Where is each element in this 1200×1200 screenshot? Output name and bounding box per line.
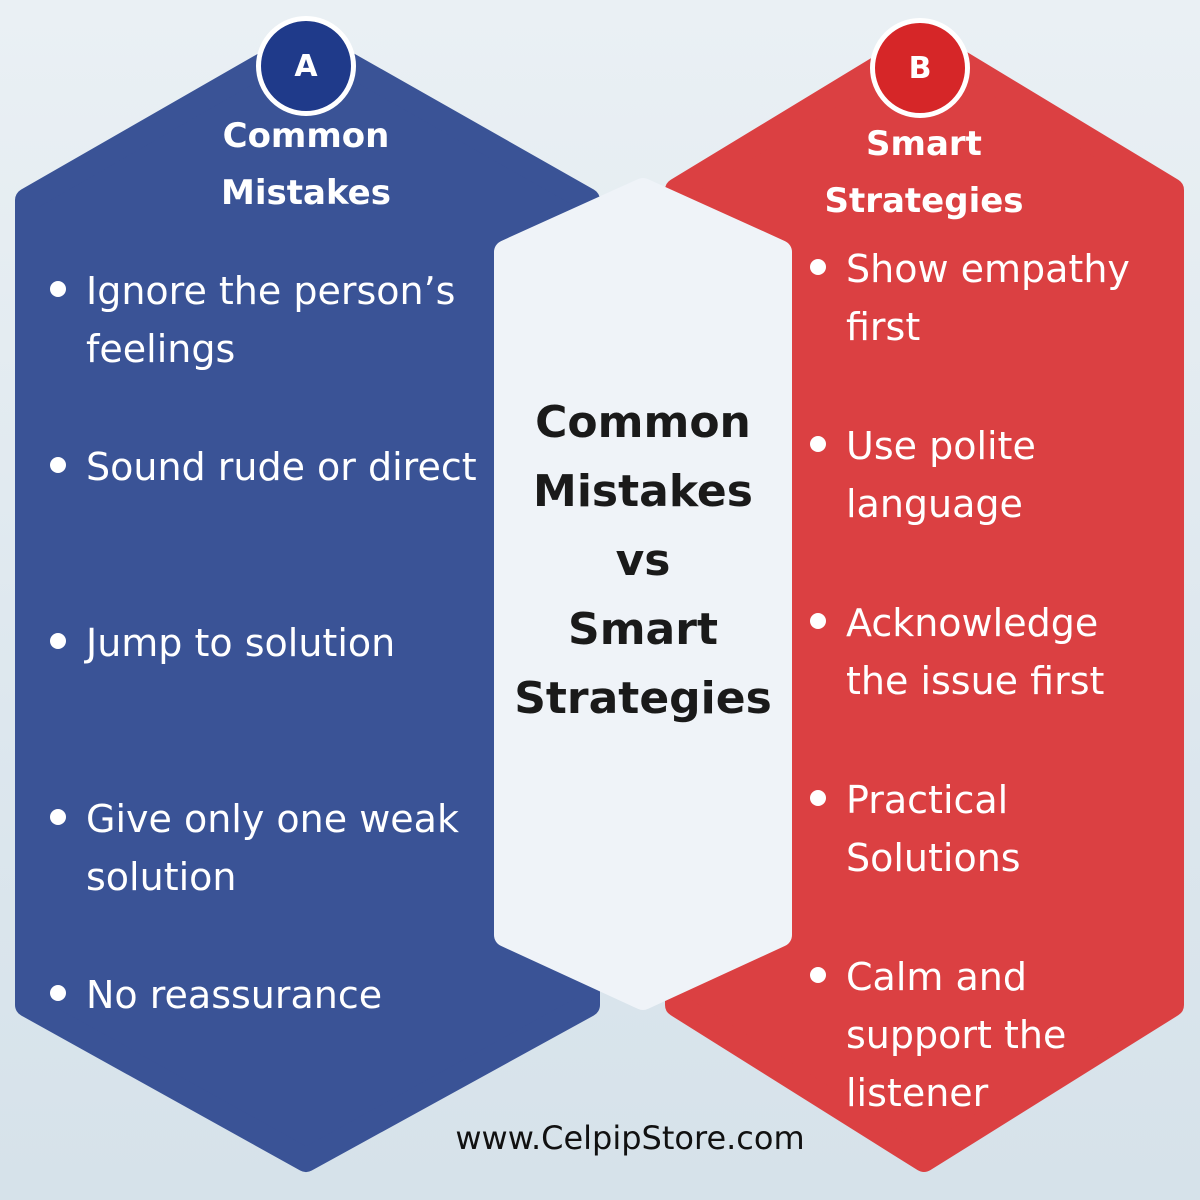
- list-item-text: Sound rude or direct: [86, 445, 477, 489]
- list-item-text: Calm and support the listener: [846, 955, 1067, 1115]
- list-item-text: Practical Solutions: [846, 778, 1021, 880]
- bullet-dot: [50, 985, 66, 1001]
- common-mistakes-list: Ignore the person’s feelings Sound rude …: [46, 262, 496, 1142]
- list-item: Use polite language: [806, 417, 1166, 594]
- center-title-line: vs: [615, 535, 671, 586]
- list-item: Sound rude or direct: [46, 438, 496, 614]
- list-item: Calm and support the listener: [806, 948, 1166, 1125]
- list-item: Practical Solutions: [806, 771, 1166, 948]
- list-item-text: Ignore the person’s feelings: [86, 269, 456, 371]
- center-title-line: Smart: [568, 604, 718, 655]
- left-panel: [15, 28, 600, 1172]
- list-item: Show empathy first: [806, 240, 1166, 417]
- right-panel: [665, 28, 1184, 1172]
- list-item: Jump to solution: [46, 614, 496, 790]
- badge-b: B: [870, 18, 970, 118]
- list-item: No reassurance: [46, 966, 496, 1142]
- list-item: Give only one weak solution: [46, 790, 496, 966]
- list-item-text: No reassurance: [86, 973, 383, 1017]
- bullet-dot: [50, 633, 66, 649]
- list-item-text: Give only one weak solution: [86, 797, 459, 899]
- center-panel: [494, 178, 792, 1010]
- list-item: Ignore the person’s feelings: [46, 262, 496, 438]
- bullet-dot: [50, 457, 66, 473]
- center-title-line: Mistakes: [533, 466, 753, 517]
- smart-strategies-list: Show empathy first Use polite language A…: [806, 240, 1166, 1125]
- left-heading: Common Mistakes: [221, 116, 391, 213]
- center-title-line: Common: [535, 397, 751, 448]
- bullet-dot: [810, 967, 826, 983]
- bullet-dot: [810, 613, 826, 629]
- list-item-text: Use polite language: [846, 424, 1036, 526]
- right-heading: Smart Strategies: [824, 124, 1024, 221]
- center-title: Common Mistakes vs Smart Strategies: [500, 388, 786, 733]
- bullet-dot: [810, 790, 826, 806]
- list-item-text: Jump to solution: [86, 621, 396, 665]
- center-title-line: Strategies: [514, 673, 772, 724]
- badge-a: A: [256, 16, 356, 116]
- website-url: www.CelpipStore.com: [455, 1119, 805, 1157]
- bullet-dot: [810, 259, 826, 275]
- bullet-dot: [50, 281, 66, 297]
- list-item-text: Acknowledge the issue first: [846, 601, 1105, 703]
- list-item-text: Show empathy first: [846, 247, 1130, 349]
- list-item: Acknowledge the issue first: [806, 594, 1166, 771]
- bullet-dot: [810, 436, 826, 452]
- bullet-dot: [50, 809, 66, 825]
